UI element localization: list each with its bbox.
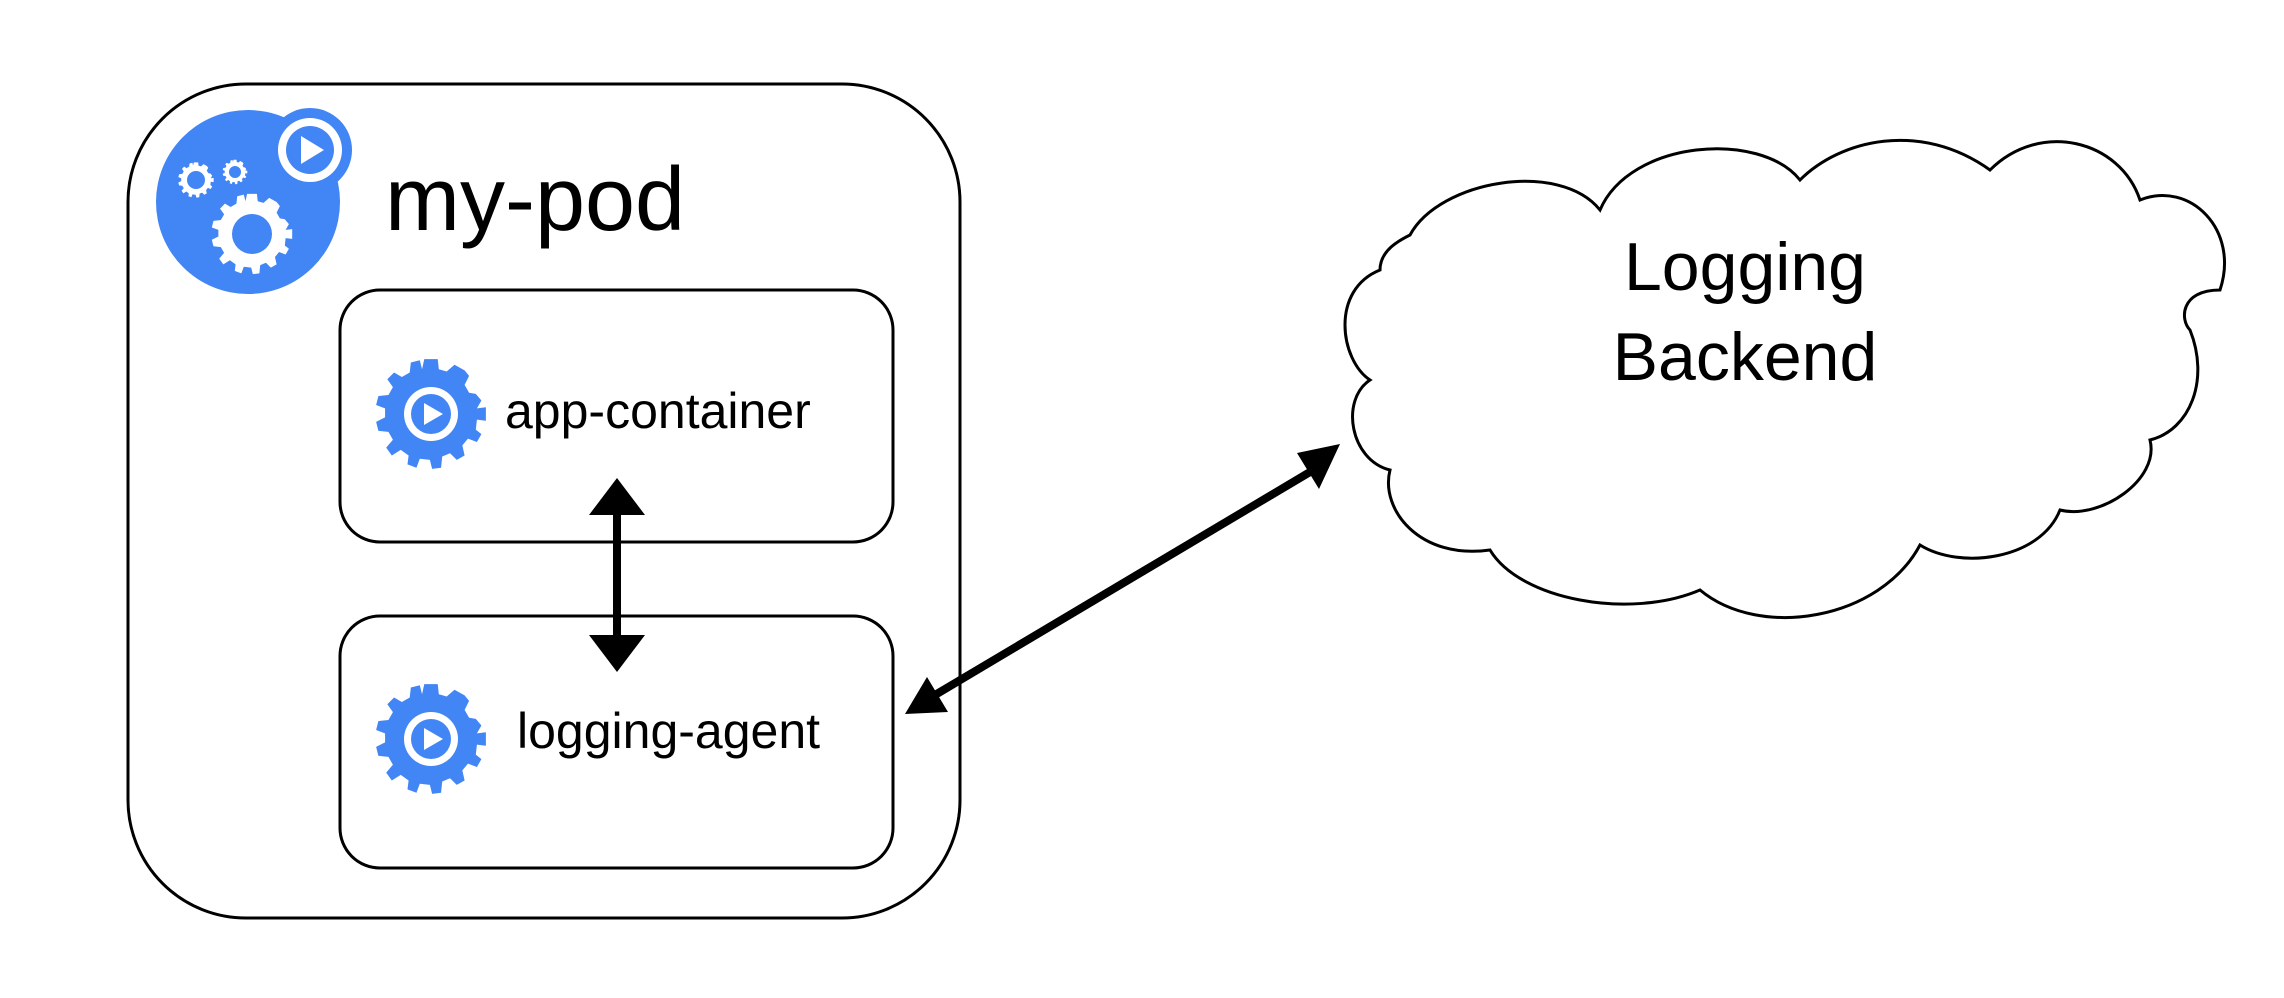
app-container-label: app-container (505, 383, 811, 439)
logging-backend-cloud: Logging Backend (1343, 138, 2226, 619)
container-gear-icon (376, 684, 486, 794)
app-container-box: app-container (338, 288, 895, 544)
backend-label-line2: Backend (1613, 319, 1878, 395)
logging-agent-label: logging-agent (517, 703, 820, 759)
cloud-outline (1343, 138, 2226, 619)
backend-label-line1: Logging (1624, 229, 1866, 305)
container-to-agent-arrow (589, 478, 645, 672)
pod-title: my-pod (385, 150, 685, 250)
logging-agent-box: logging-agent (338, 614, 895, 870)
agent-to-backend-arrow (905, 444, 1340, 714)
container-gear-icon (376, 359, 486, 469)
pod-gears-icon (156, 108, 352, 294)
pod-box: my-pod app-container logging-agent (126, 82, 962, 920)
